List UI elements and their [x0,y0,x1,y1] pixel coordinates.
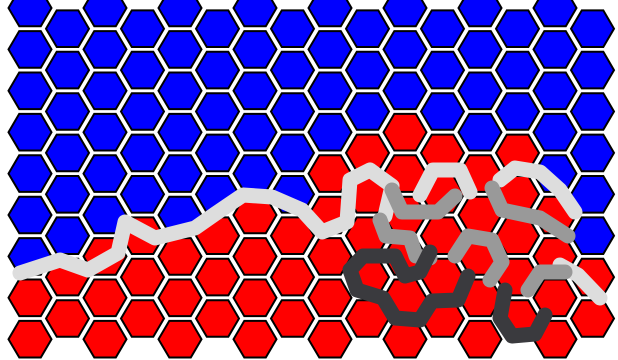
blue-hex-cell[interactable] [121,93,164,130]
blue-hex-cell[interactable] [571,52,614,89]
blue-hex-cell[interactable] [421,52,464,89]
red-hex-cell[interactable] [234,280,277,317]
red-hex-cell[interactable] [159,321,202,358]
hex-cells[interactable] [9,0,615,357]
blue-hex-cell[interactable] [46,93,89,130]
red-hex-cell[interactable] [234,238,277,275]
blue-hex-cell[interactable] [196,93,239,130]
blue-hex-cell[interactable] [46,217,89,254]
red-hex-cell[interactable] [84,280,127,317]
blue-hex-cell[interactable] [46,52,89,89]
red-hex-cell[interactable] [459,321,502,358]
blue-hex-cell[interactable] [459,31,502,68]
red-hex-cell[interactable] [384,114,427,151]
red-hex-cell[interactable] [84,321,127,358]
red-hex-cell[interactable] [46,300,89,337]
blue-hex-cell[interactable] [459,114,502,151]
blue-hex-cell[interactable] [9,73,52,110]
blue-hex-cell[interactable] [571,10,614,47]
blue-hex-cell[interactable] [159,31,202,68]
blue-hex-cell[interactable] [271,93,314,130]
blue-hex-cell[interactable] [459,73,502,110]
blue-hex-cell[interactable] [234,114,277,151]
blue-hex-cell[interactable] [84,31,127,68]
blue-hex-cell[interactable] [84,155,127,192]
blue-hex-cell[interactable] [9,197,52,234]
blue-hex-cell[interactable] [46,135,89,172]
red-hex-cell[interactable] [271,259,314,296]
red-hex-cell[interactable] [121,300,164,337]
blue-hex-cell[interactable] [9,155,52,192]
blue-hex-cell[interactable] [196,10,239,47]
blue-hex-cell[interactable] [234,31,277,68]
red-hex-cell[interactable] [309,280,352,317]
blue-hex-cell[interactable] [121,10,164,47]
red-hex-cell[interactable] [159,238,202,275]
blue-hex-cell[interactable] [496,52,539,89]
blue-hex-cell[interactable] [309,114,352,151]
blue-hex-cell[interactable] [159,73,202,110]
blue-hex-cell[interactable] [271,52,314,89]
red-hex-cell[interactable] [121,259,164,296]
blue-hex-cell[interactable] [384,0,427,26]
red-hex-cell[interactable] [196,259,239,296]
red-hex-cell[interactable] [271,300,314,337]
blue-hex-cell[interactable] [84,73,127,110]
blue-hex-cell[interactable] [459,0,502,26]
blue-hex-cell[interactable] [534,0,577,26]
blue-hex-cell[interactable] [271,10,314,47]
blue-hex-cell[interactable] [159,114,202,151]
blue-hex-cell[interactable] [384,73,427,110]
blue-hex-cell[interactable] [271,135,314,172]
blue-hex-cell[interactable] [309,31,352,68]
blue-hex-cell[interactable] [346,52,389,89]
blue-hex-cell[interactable] [84,0,127,26]
blue-hex-cell[interactable] [121,135,164,172]
blue-hex-cell[interactable] [9,114,52,151]
blue-hex-cell[interactable] [384,31,427,68]
blue-hex-cell[interactable] [346,10,389,47]
blue-hex-cell[interactable] [121,52,164,89]
blue-hex-cell[interactable] [496,10,539,47]
blue-hex-cell[interactable] [309,0,352,26]
blue-hex-cell[interactable] [196,52,239,89]
red-hex-cell[interactable] [159,280,202,317]
blue-hex-cell[interactable] [234,155,277,192]
red-hex-cell[interactable] [9,321,52,358]
blue-hex-cell[interactable] [534,114,577,151]
red-hex-cell[interactable] [571,300,614,337]
blue-hex-cell[interactable] [234,0,277,26]
blue-hex-cell[interactable] [159,0,202,26]
red-hex-cell[interactable] [234,321,277,358]
blue-hex-cell[interactable] [46,10,89,47]
blue-hex-cell[interactable] [346,93,389,130]
red-hex-cell[interactable] [9,280,52,317]
blue-hex-cell[interactable] [9,31,52,68]
blue-hex-cell[interactable] [534,73,577,110]
blue-hex-cell[interactable] [496,93,539,130]
blue-hex-cell[interactable] [46,176,89,213]
blue-hex-cell[interactable] [421,10,464,47]
blue-hex-cell[interactable] [571,135,614,172]
blue-hex-cell[interactable] [571,93,614,130]
blue-hex-cell[interactable] [9,0,52,26]
red-hex-cell[interactable] [196,300,239,337]
red-hex-cell[interactable] [309,321,352,358]
blue-hex-cell[interactable] [571,217,614,254]
blue-hex-cell[interactable] [234,73,277,110]
blue-hex-cell[interactable] [196,135,239,172]
blue-hex-cell[interactable] [84,114,127,151]
blue-hex-cell[interactable] [159,155,202,192]
blue-hex-cell[interactable] [309,73,352,110]
blue-hex-cell[interactable] [121,176,164,213]
blue-hex-cell[interactable] [421,93,464,130]
blue-hex-cell[interactable] [534,31,577,68]
